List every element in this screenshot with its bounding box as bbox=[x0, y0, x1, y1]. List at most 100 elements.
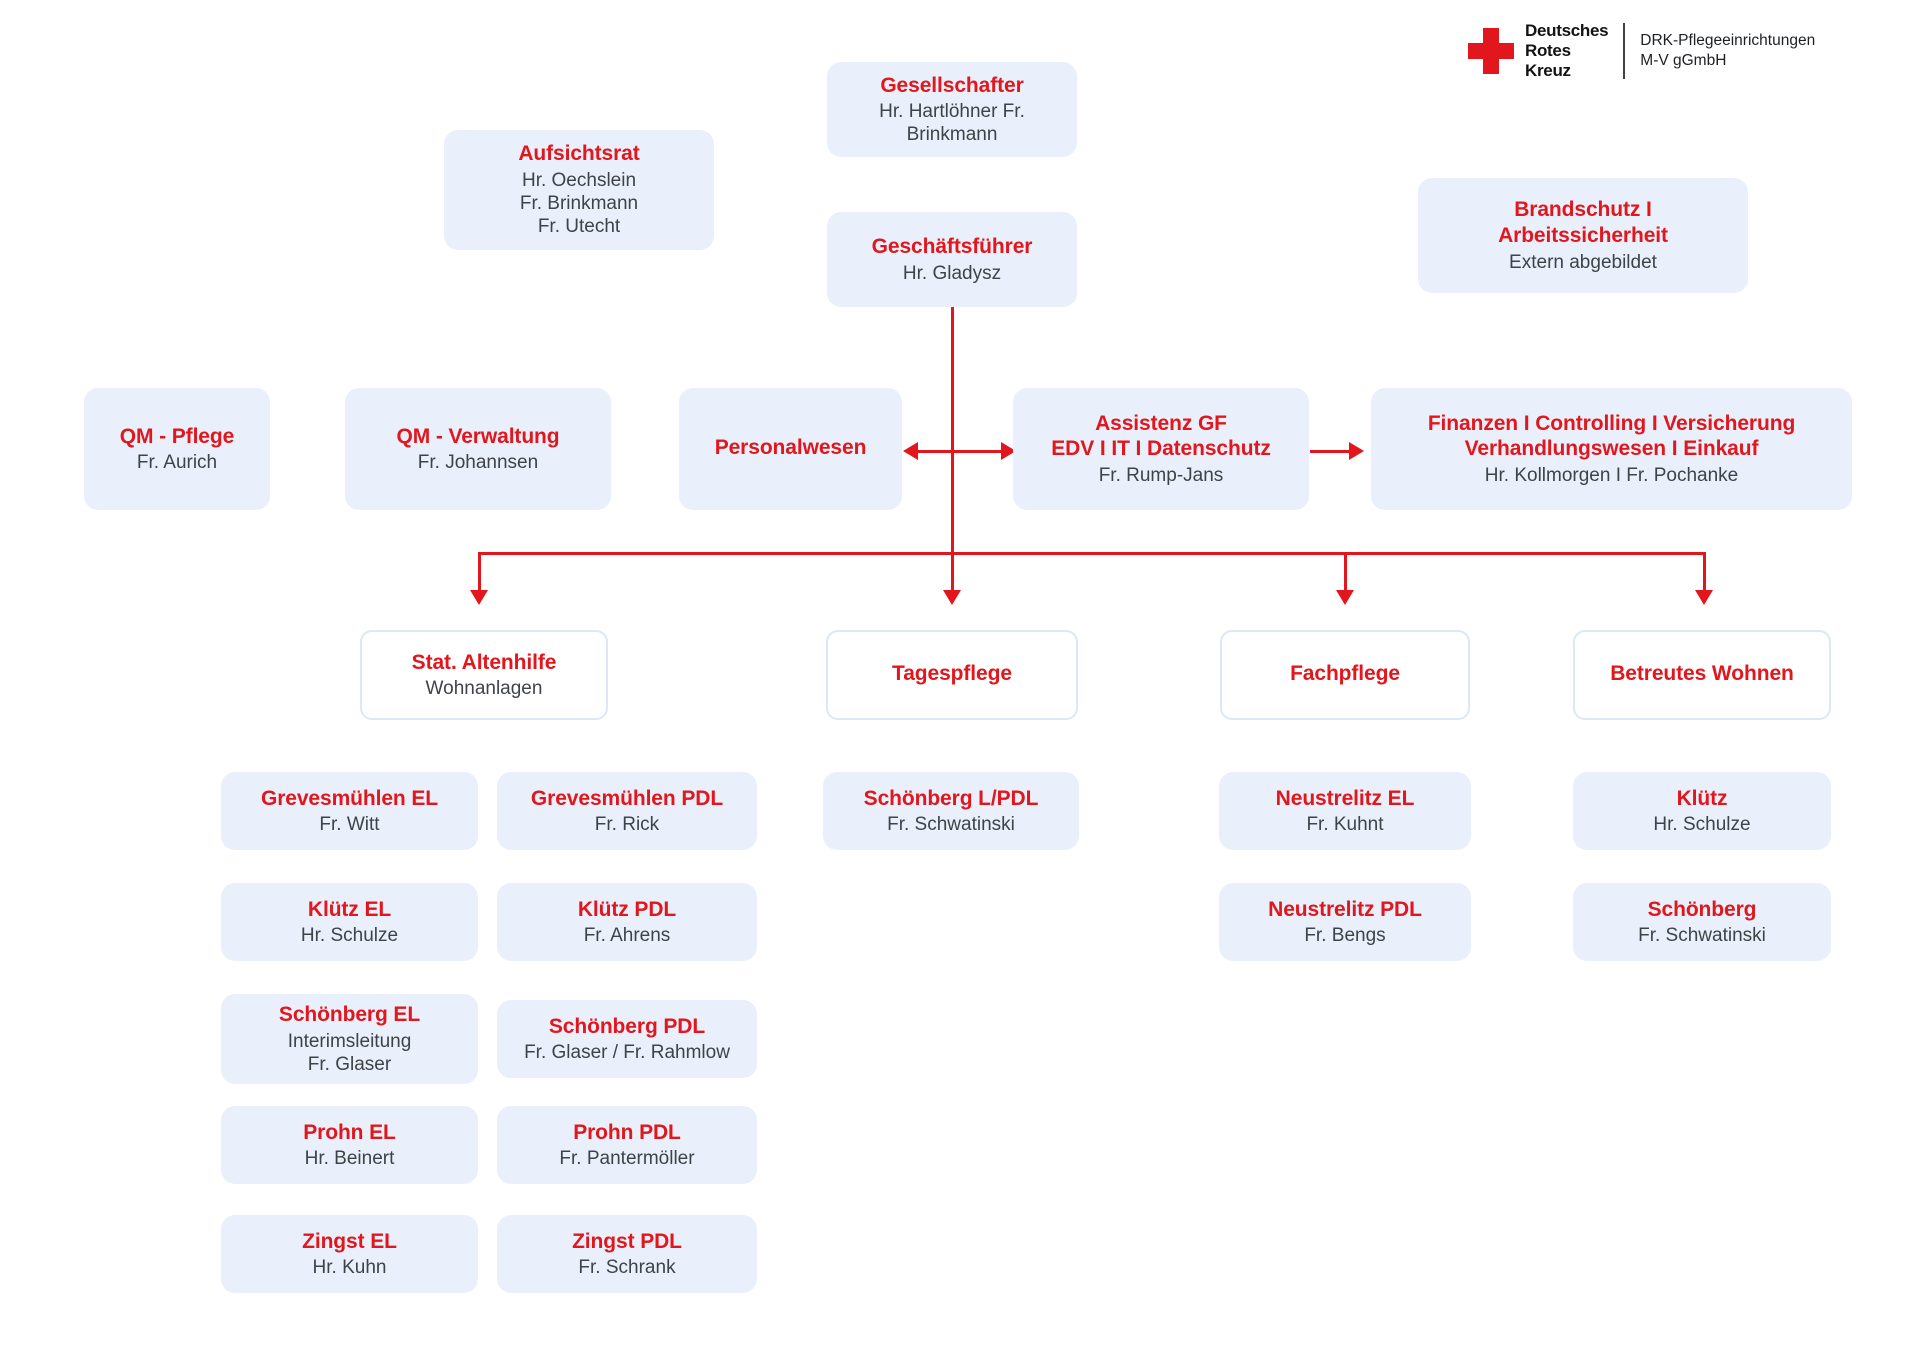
node-title: Schönberg L/PDL bbox=[863, 786, 1039, 810]
node-members: Hr. Beinert bbox=[304, 1148, 395, 1170]
node-members: Fr. Bengs bbox=[1304, 925, 1386, 947]
node-title: Finanzen I Controlling I Versicherung Ve… bbox=[1427, 411, 1796, 461]
arrow-right-finanzen bbox=[1349, 442, 1364, 460]
drk-wordmark: Deutsches Rotes Kreuz bbox=[1525, 21, 1609, 80]
node-zingst-pdl[interactable]: Zingst PDL Fr. Schrank bbox=[497, 1215, 757, 1293]
connector-personalwesen-assistenz bbox=[912, 450, 1012, 453]
logo-divider bbox=[1623, 23, 1626, 79]
node-title: Assistenz GF EDV I IT I Datenschutz bbox=[1051, 411, 1271, 461]
node-title: Klütz PDL bbox=[577, 897, 677, 921]
drk-logo: Deutsches Rotes Kreuz DRK-Pflegeeinricht… bbox=[1468, 18, 1815, 84]
node-members: Fr. Kuhnt bbox=[1306, 814, 1384, 836]
node-title: Schönberg PDL bbox=[548, 1014, 706, 1038]
node-brandschutz[interactable]: Brandschutz I Arbeitssicherheit Extern a… bbox=[1418, 178, 1748, 293]
node-schoenberg-l-pdl[interactable]: Schönberg L/PDL Fr. Schwatinski bbox=[823, 772, 1079, 850]
node-members: Fr. Schrank bbox=[578, 1257, 676, 1279]
node-kluetz-pdl[interactable]: Klütz PDL Fr. Ahrens bbox=[497, 883, 757, 961]
node-zingst-el[interactable]: Zingst EL Hr. Kuhn bbox=[221, 1215, 478, 1293]
company-name: DRK-Pflegeeinrichtungen M-V gGmbH bbox=[1640, 31, 1816, 69]
connector-leg-altenhilfe bbox=[478, 552, 481, 592]
node-qm-pflege[interactable]: QM - Pflege Fr. Aurich bbox=[84, 388, 270, 510]
node-title: Fachpflege bbox=[1290, 662, 1400, 686]
arrow-down-fachpflege bbox=[1336, 590, 1354, 605]
connector-assistenz-finanzen bbox=[1310, 450, 1358, 453]
node-members: Fr. Pantermöller bbox=[559, 1148, 695, 1170]
node-prohn-pdl[interactable]: Prohn PDL Fr. Pantermöller bbox=[497, 1106, 757, 1184]
node-members: Fr. Schwatinski bbox=[1638, 925, 1766, 947]
node-members: Hr. Kuhn bbox=[312, 1257, 387, 1279]
node-assistenz-gf[interactable]: Assistenz GF EDV I IT I Datenschutz Fr. … bbox=[1013, 388, 1309, 510]
node-kluetz-el[interactable]: Klütz EL Hr. Schulze bbox=[221, 883, 478, 961]
node-neustrelitz-el[interactable]: Neustrelitz EL Fr. Kuhnt bbox=[1219, 772, 1471, 850]
node-title: Betreutes Wohnen bbox=[1610, 662, 1794, 686]
connector-leg-betreutes-wohnen bbox=[1703, 552, 1706, 592]
node-members: Fr. Johannsen bbox=[417, 452, 539, 474]
node-title: Schönberg EL bbox=[278, 1003, 421, 1027]
connector-leg-tagespflege bbox=[951, 552, 954, 592]
node-title: Klütz bbox=[1676, 786, 1728, 810]
node-members: Hr. Kollmorgen I Fr. Pochanke bbox=[1484, 465, 1739, 487]
node-title: Zingst EL bbox=[302, 1229, 397, 1253]
node-title: QM - Pflege bbox=[119, 424, 235, 448]
connector-gf-trunk bbox=[951, 276, 954, 554]
node-title: Prohn EL bbox=[303, 1120, 396, 1144]
node-title: Prohn PDL bbox=[573, 1120, 681, 1144]
node-geschaeftsfuehrer[interactable]: Geschäftsführer Hr. Gladysz bbox=[827, 212, 1077, 307]
node-title: Grevesmühlen PDL bbox=[530, 786, 724, 810]
node-fachpflege[interactable]: Fachpflege bbox=[1220, 630, 1470, 720]
arrow-down-tagespflege bbox=[943, 590, 961, 605]
node-schoenberg-pdl[interactable]: Schönberg PDL Fr. Glaser / Fr. Rahmlow bbox=[497, 1000, 757, 1078]
node-members: Hr. Hartlöhner Fr. Brinkmann bbox=[879, 101, 1025, 146]
node-members: Hr. Oechslein Fr. Brinkmann Fr. Utecht bbox=[519, 170, 639, 238]
node-grevesmuehlen-pdl[interactable]: Grevesmühlen PDL Fr. Rick bbox=[497, 772, 757, 850]
node-title: Neustrelitz EL bbox=[1275, 786, 1415, 810]
node-title: Geschäftsführer bbox=[871, 235, 1033, 259]
node-aufsichtsrat[interactable]: Aufsichtsrat Hr. Oechslein Fr. Brinkmann… bbox=[444, 130, 714, 250]
arrow-down-altenhilfe bbox=[470, 590, 488, 605]
node-title: Brandschutz I Arbeitssicherheit bbox=[1498, 198, 1668, 247]
node-title: QM - Verwaltung bbox=[396, 424, 560, 448]
node-title: Aufsichtsrat bbox=[518, 142, 640, 166]
node-members: Fr. Aurich bbox=[136, 452, 218, 474]
node-title: Neustrelitz PDL bbox=[1268, 897, 1422, 921]
node-members: Wohnanlagen bbox=[425, 678, 543, 700]
node-schoenberg-el[interactable]: Schönberg EL Interimsleitung Fr. Glaser bbox=[221, 994, 478, 1084]
node-members: Fr. Glaser / Fr. Rahmlow bbox=[524, 1042, 730, 1064]
node-members: Fr. Rump-Jans bbox=[1098, 465, 1224, 487]
node-title: Klütz EL bbox=[307, 897, 392, 921]
node-stat-altenhilfe[interactable]: Stat. Altenhilfe Wohnanlagen bbox=[360, 630, 608, 720]
arrow-down-betreutes-wohnen bbox=[1695, 590, 1713, 605]
node-neustrelitz-pdl[interactable]: Neustrelitz PDL Fr. Bengs bbox=[1219, 883, 1471, 961]
node-grevesmuehlen-el[interactable]: Grevesmühlen EL Fr. Witt bbox=[221, 772, 478, 850]
node-members: Fr. Witt bbox=[319, 814, 380, 836]
node-title: Personalwesen bbox=[714, 436, 867, 460]
node-tagespflege[interactable]: Tagespflege bbox=[826, 630, 1078, 720]
node-members: Extern abgebildet bbox=[1509, 251, 1657, 273]
node-title: Zingst PDL bbox=[572, 1229, 682, 1253]
node-members: Interimsleitung Fr. Glaser bbox=[287, 1030, 412, 1075]
node-qm-verwaltung[interactable]: QM - Verwaltung Fr. Johannsen bbox=[345, 388, 611, 510]
node-betreutes-wohnen[interactable]: Betreutes Wohnen bbox=[1573, 630, 1831, 720]
connector-leg-fachpflege bbox=[1344, 552, 1347, 592]
node-members: Hr. Schulze bbox=[1653, 814, 1751, 836]
node-members: Hr. Schulze bbox=[300, 925, 399, 947]
node-personalwesen[interactable]: Personalwesen bbox=[679, 388, 902, 510]
node-members: Hr. Gladysz bbox=[902, 262, 1002, 284]
arrow-left-personalwesen bbox=[903, 442, 918, 460]
red-cross-icon bbox=[1468, 28, 1514, 74]
node-finanzen[interactable]: Finanzen I Controlling I Versicherung Ve… bbox=[1371, 388, 1852, 510]
arrow-right-assistenz bbox=[1001, 442, 1016, 460]
node-title: Schönberg bbox=[1647, 897, 1757, 921]
connector-division-bus bbox=[478, 552, 1706, 555]
node-bw-schoenberg[interactable]: Schönberg Fr. Schwatinski bbox=[1573, 883, 1831, 961]
node-gesellschafter[interactable]: Gesellschafter Hr. Hartlöhner Fr. Brinkm… bbox=[827, 62, 1077, 157]
node-title: Tagespflege bbox=[892, 662, 1012, 686]
node-title: Stat. Altenhilfe bbox=[411, 650, 557, 674]
node-prohn-el[interactable]: Prohn EL Hr. Beinert bbox=[221, 1106, 478, 1184]
node-members: Fr. Schwatinski bbox=[887, 814, 1015, 836]
node-bw-kluetz[interactable]: Klütz Hr. Schulze bbox=[1573, 772, 1831, 850]
node-members: Fr. Ahrens bbox=[583, 925, 671, 947]
node-title: Gesellschafter bbox=[880, 73, 1024, 97]
node-members: Fr. Rick bbox=[594, 814, 660, 836]
